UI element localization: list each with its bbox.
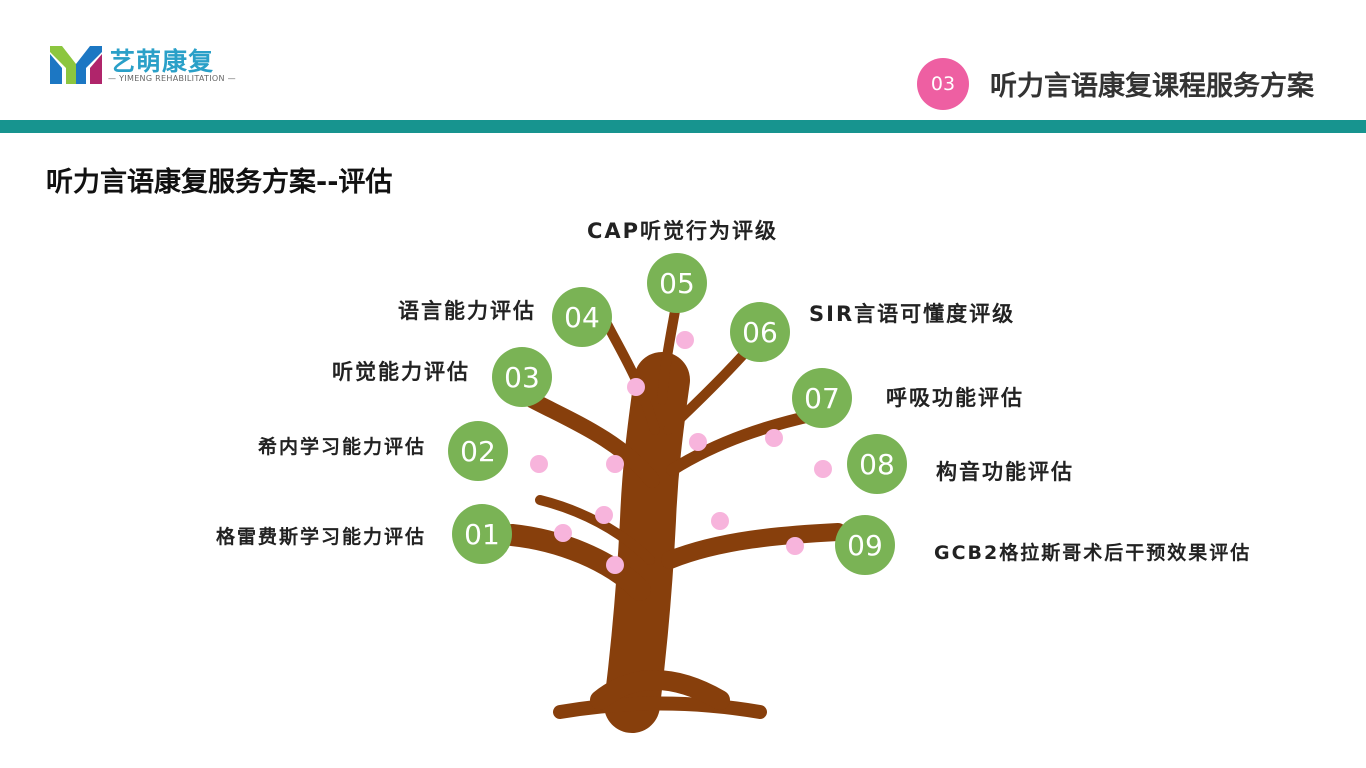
node-number: 04 (564, 301, 600, 334)
node-number: 08 (859, 448, 895, 481)
node-05: 05 (647, 253, 707, 313)
node-label-02: 希内学习能力评估 (257, 436, 426, 458)
node-number: 01 (464, 518, 500, 551)
node-02: 02 (448, 421, 508, 481)
node-07: 07 (792, 368, 852, 428)
node-label-08: 构音功能评估 (936, 460, 1074, 484)
node-number: 03 (504, 361, 540, 394)
section-title: 听力言语康复课程服务方案 (990, 71, 1314, 102)
section-number-badge: 03 (917, 58, 969, 110)
header-divider (0, 120, 1366, 133)
node-number: 05 (659, 267, 695, 300)
node-label-09: GCB2格拉斯哥术后干预效果评估 (934, 542, 1252, 564)
node-label-05: CAP听觉行为评级 (587, 219, 779, 243)
node-number: 06 (742, 316, 778, 349)
blossom-dots (530, 331, 832, 574)
node-number: 09 (847, 529, 883, 562)
page-title: 听力言语康复服务方案--评估 (46, 167, 393, 198)
tree-trunk (501, 300, 847, 733)
node-01: 01 (452, 504, 512, 564)
node-label-01: 格雷费斯学习能力评估 (215, 526, 426, 548)
node-06: 06 (730, 302, 790, 362)
brand-subtitle: — YIMENG REHABILITATION — (108, 74, 236, 83)
node-number: 02 (460, 435, 496, 468)
node-09: 09 (835, 515, 895, 575)
node-08: 08 (847, 434, 907, 494)
node-label-03: 听觉能力评估 (332, 360, 470, 384)
node-label-06: SIR言语可懂度评级 (809, 302, 1016, 326)
node-label-04: 语言能力评估 (398, 299, 536, 323)
node-03: 03 (492, 347, 552, 407)
brand-name: 艺萌康复 (110, 47, 215, 76)
logo-mark-icon (50, 46, 102, 84)
node-number: 07 (804, 382, 840, 415)
brand-logo: 艺萌康复 — YIMENG REHABILITATION — (48, 40, 238, 88)
node-04: 04 (552, 287, 612, 347)
node-label-07: 呼吸功能评估 (886, 386, 1024, 410)
